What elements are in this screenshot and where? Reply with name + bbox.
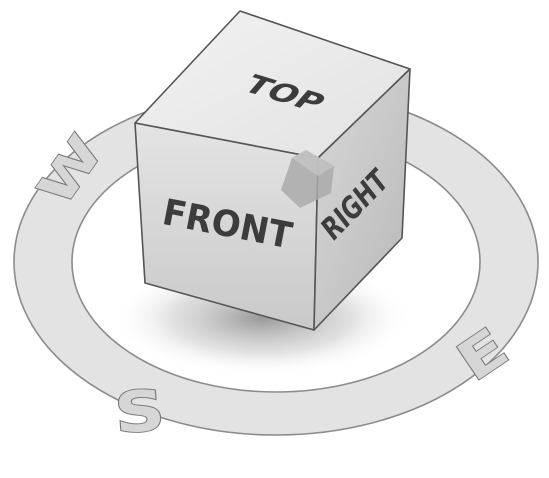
cube-face-right[interactable] bbox=[313, 68, 411, 331]
cube-corner-hotspot-top bbox=[292, 150, 334, 176]
compass-south-label[interactable]: S bbox=[111, 376, 167, 447]
view-cube[interactable]: TOP FRONT RIGHT bbox=[134, 10, 411, 331]
